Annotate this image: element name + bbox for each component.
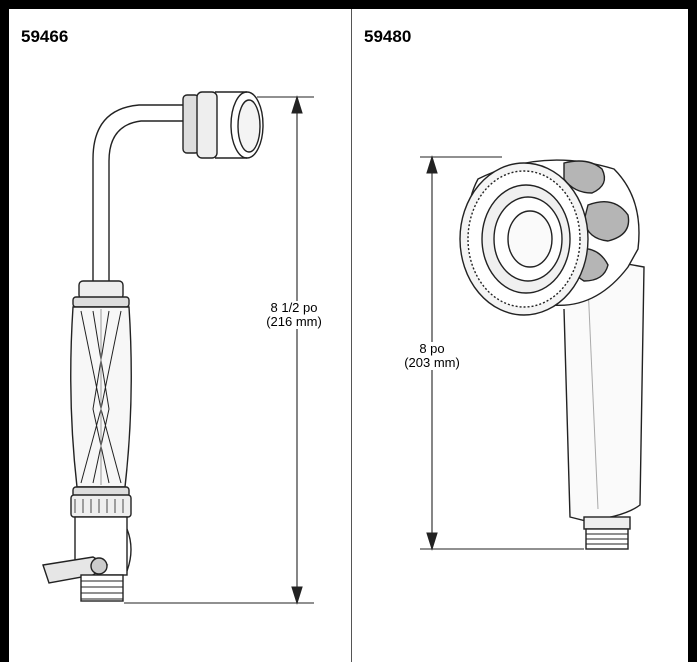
panel-59480: 59480 <box>352 9 688 662</box>
dimension-metric: (203 mm) <box>404 355 460 370</box>
dimension-imperial: 8 po <box>419 341 445 356</box>
hand-shower-head-icon <box>420 155 645 551</box>
dimension-metric: (216 mm) <box>266 314 322 329</box>
panel-59466: 59466 <box>9 9 351 662</box>
model-number: 59480 <box>364 27 412 46</box>
dimension-label: 8 1/2 po (216 mm) <box>254 301 334 329</box>
sprayer-wand-icon <box>42 91 314 605</box>
dimension-label: 8 po (203 mm) <box>392 342 472 370</box>
panel-divider <box>351 9 352 662</box>
model-number: 59466 <box>21 27 69 46</box>
dimension-imperial: 8 1/2 po <box>270 300 318 315</box>
